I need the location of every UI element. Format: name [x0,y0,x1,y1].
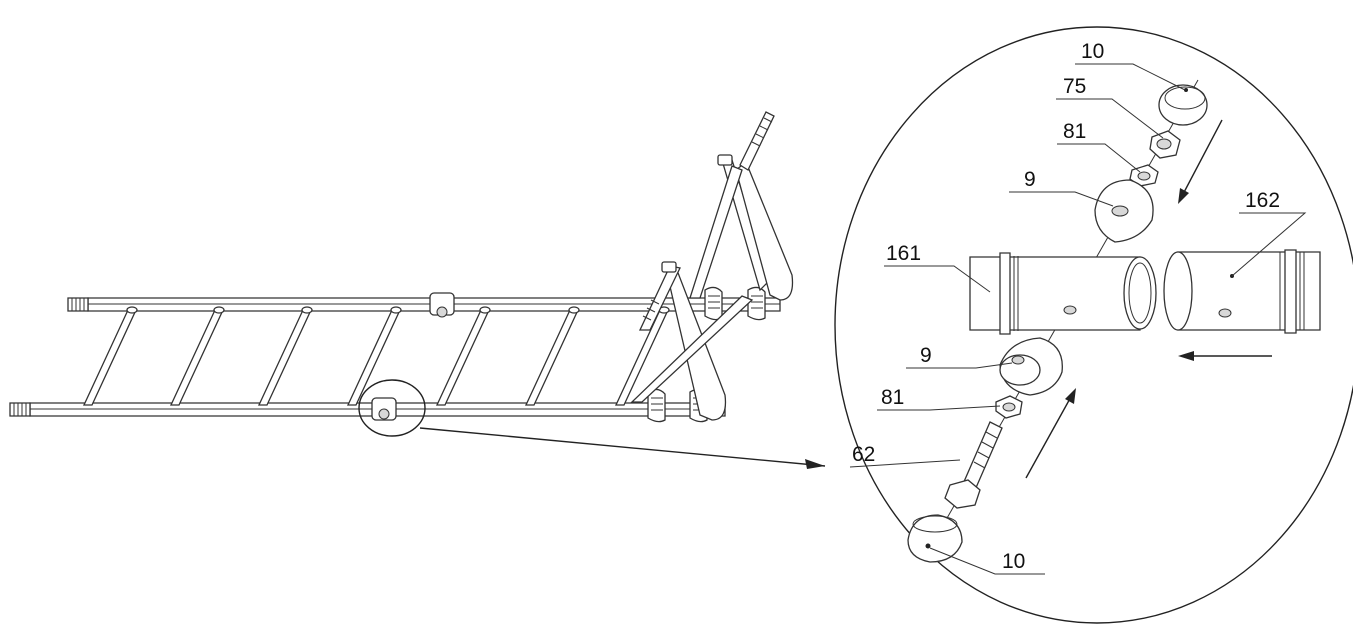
callout-62: 62 [852,443,875,466]
callout-9-top: 9 [1024,168,1036,191]
callout-10-top: 10 [1081,40,1104,63]
callout-10-bottom: 10 [1002,550,1025,573]
callout-81-top: 81 [1063,120,1086,143]
bolt-62 [944,421,1003,509]
callout-162: 162 [1245,189,1280,212]
exploded-detail: 10 75 81 9 162 161 9 81 62 10 [834,26,1353,624]
callout-leaders [849,63,1307,575]
detail-callout-circle [358,379,426,437]
detail-leader-arrow [419,427,826,467]
callout-labels: 10 75 81 9 162 161 9 81 62 10 [852,40,1280,573]
callout-9-bottom: 9 [920,344,932,367]
callout-75: 75 [1063,75,1086,98]
handrails [630,111,794,421]
ladder-assembly [9,111,826,469]
washer-81-bottom [995,395,1023,419]
dome-9-top [1094,179,1154,243]
ladder-rungs [82,306,670,406]
washer-81-top [1129,164,1159,187]
tube-161 [969,252,1157,335]
callout-161: 161 [886,242,921,265]
detail-ellipse [834,26,1353,624]
callout-81-bottom: 81 [881,386,904,409]
assembly-arrows [1025,119,1272,479]
dome-9-bottom [999,337,1063,396]
cap-10-bottom [907,514,963,563]
rail-joints [371,292,455,421]
cap-10-top [1158,84,1208,126]
nut-75 [1149,130,1181,159]
tube-162 [1163,249,1321,334]
